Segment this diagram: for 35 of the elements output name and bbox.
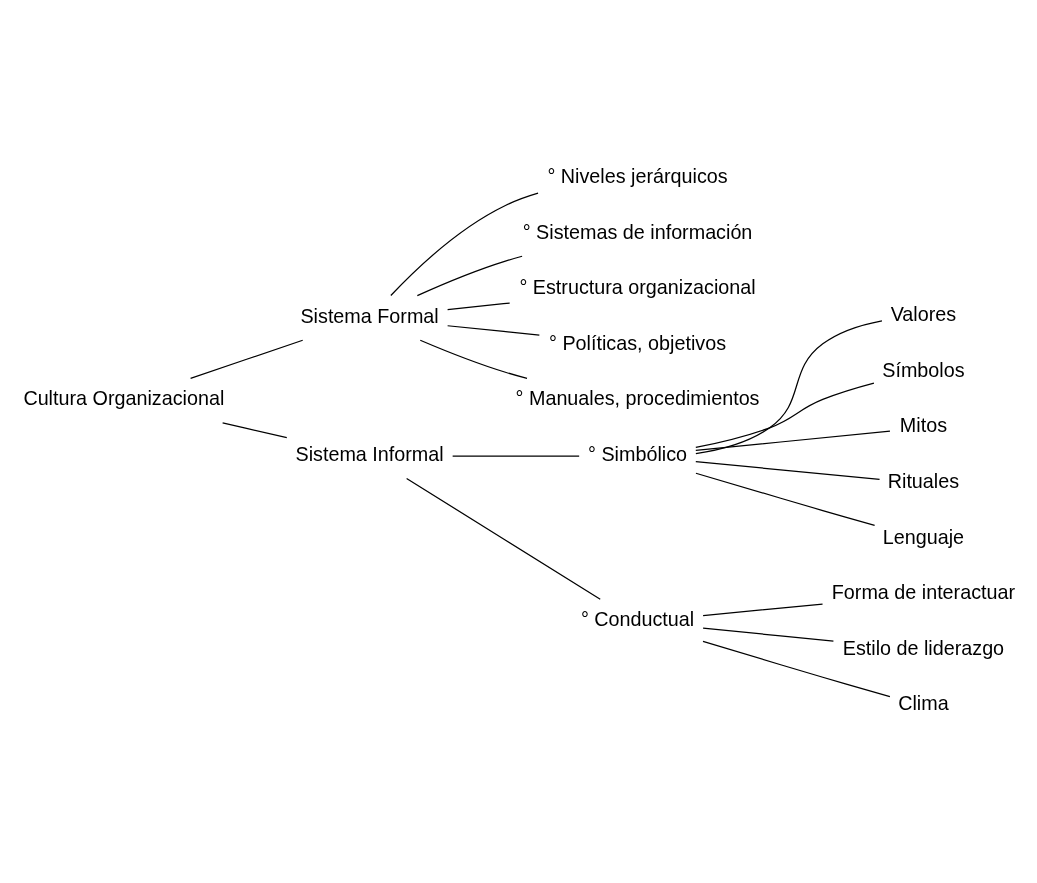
node-text: ° Políticas, objetivos [548, 331, 726, 354]
node-text: Mitos [899, 413, 947, 436]
node-text: ° Conductual [580, 607, 694, 630]
connector [389, 192, 539, 296]
connector [446, 324, 540, 336]
node-text: Sistema Formal [299, 304, 439, 327]
connector [419, 339, 528, 379]
connector [694, 319, 883, 454]
node-text: Sistema Informal [294, 442, 444, 465]
connector [694, 460, 880, 480]
node-text: Rituales [887, 469, 959, 492]
connector [405, 477, 601, 600]
connector [416, 255, 523, 296]
connector [694, 429, 891, 451]
node-text: Lenguaje [882, 525, 964, 548]
connector [451, 455, 580, 457]
node-text: ° Manuales, procedimientos [515, 386, 760, 409]
connector [701, 602, 823, 616]
connector [221, 421, 287, 438]
node-text: Cultura Organizacional [22, 386, 224, 409]
connector [446, 301, 510, 310]
node-text: ° Sistemas de información [522, 220, 752, 243]
node-text: Clima [897, 691, 949, 714]
connector [701, 627, 834, 642]
node-text: ° Simbólico [587, 442, 687, 465]
connector [189, 339, 303, 379]
node-text: Símbolos [881, 358, 965, 381]
connector [701, 640, 891, 697]
node-text: Forma de interactuar [831, 580, 1015, 603]
connector [694, 472, 875, 526]
node-text: ° Estructura organizacional [518, 275, 756, 298]
node-text: Estilo de liderazgo [842, 636, 1004, 659]
node-text: Valores [890, 302, 956, 325]
node-text: ° Niveles jerárquicos [546, 164, 728, 187]
connector [694, 381, 875, 448]
